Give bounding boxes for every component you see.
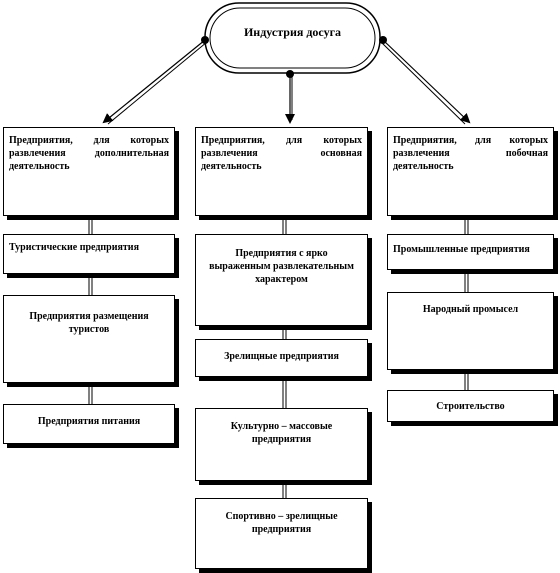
center-item-sport-text: Спортивно – зрелищные предприятия bbox=[225, 511, 338, 535]
left-item-accommodation: Предприятия размещения туристов bbox=[3, 295, 175, 383]
right-item-industrial: Промышленные предприятия bbox=[387, 234, 554, 270]
root-node-label: Индустрия досуга bbox=[243, 25, 342, 39]
header-center-text: Предприятия, для которых развлечения осн… bbox=[201, 135, 362, 172]
arrow-to-center-header bbox=[285, 70, 295, 124]
right-item-folk-craft: Народный промысел bbox=[387, 292, 554, 370]
arrow-to-left-header bbox=[102, 36, 209, 125]
right-item-construction: Строительство bbox=[387, 390, 554, 422]
header-left: Предприятия, для которых развлечения доп… bbox=[3, 127, 175, 216]
header-left-text: Предприятия, для которых развлечения доп… bbox=[9, 135, 169, 172]
root-node-inner bbox=[209, 7, 376, 69]
center-item-entertainment-text: Предприятия с ярко выраженным развлекате… bbox=[209, 248, 354, 285]
center-item-sport: Спортивно – зрелищные предприятия bbox=[195, 498, 368, 569]
right-item-folk-craft-text: Народный промысел bbox=[422, 304, 519, 315]
center-item-cultural-text: Культурно – массовые предприятия bbox=[230, 421, 333, 445]
header-right-text: Предприятия, для которых развлечения поб… bbox=[393, 135, 548, 172]
arrow-to-right-header bbox=[379, 36, 471, 125]
left-item-catering-text: Предприятия питания bbox=[37, 416, 141, 427]
right-item-industrial-text: Промышленные предприятия bbox=[393, 244, 530, 255]
header-right: Предприятия, для которых развлечения поб… bbox=[387, 127, 554, 216]
left-item-accommodation-text: Предприятия размещения туристов bbox=[29, 311, 149, 335]
column-connectors bbox=[88, 216, 469, 498]
left-item-catering: Предприятия питания bbox=[3, 404, 175, 444]
header-center: Предприятия, для которых развлечения осн… bbox=[195, 127, 368, 216]
center-item-spectacle-text: Зрелищные предприятия bbox=[224, 351, 339, 362]
right-item-construction-text: Строительство bbox=[436, 401, 505, 412]
center-item-cultural: Культурно – массовые предприятия bbox=[195, 408, 368, 481]
center-item-spectacle: Зрелищные предприятия bbox=[195, 339, 368, 377]
left-item-tourist-text: Туристические предприятия bbox=[9, 242, 139, 253]
center-item-entertainment: Предприятия с ярко выраженным развлекате… bbox=[195, 234, 368, 326]
left-item-tourist: Туристические предприятия bbox=[3, 234, 175, 274]
